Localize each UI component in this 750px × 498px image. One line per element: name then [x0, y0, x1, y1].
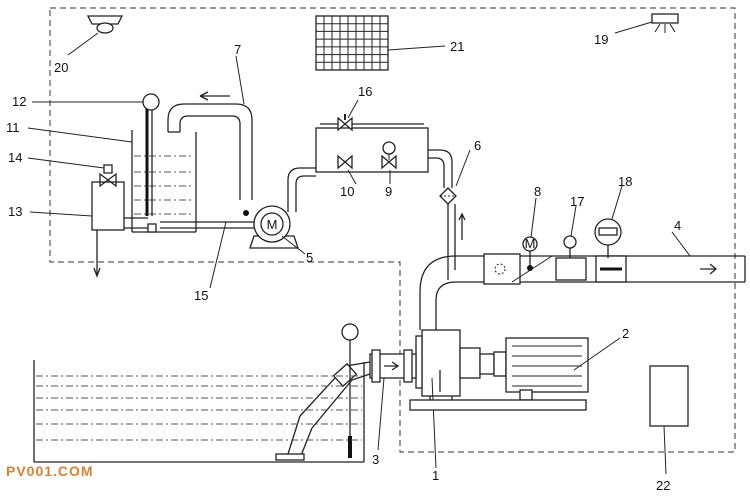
inlet-pressure-gauge: [341, 323, 359, 458]
svg-text:M: M: [525, 236, 536, 251]
test-pump: [415, 329, 495, 402]
label-4: 4: [674, 218, 681, 233]
label-13: 13: [8, 204, 22, 219]
label-17: 17: [570, 194, 584, 209]
motorized-valve-9: [381, 141, 397, 170]
water-separator: [91, 164, 157, 278]
pressure-gauge-17: [563, 235, 577, 258]
control-cabinet: [649, 365, 689, 427]
water-sump: [33, 360, 365, 463]
label-15: 15: [194, 288, 208, 303]
label-22: 22: [656, 478, 670, 493]
ceiling-light-icon: [651, 13, 679, 33]
suction-pipe: [275, 349, 417, 461]
pressure-gauge-8: M: [522, 236, 538, 271]
gate-valve-10: [337, 154, 353, 170]
vacuum-pump: M: [249, 205, 299, 249]
label-2: 2: [622, 326, 629, 341]
label-16: 16: [358, 84, 372, 99]
pump-base: [409, 399, 587, 411]
label-5: 5: [306, 250, 313, 265]
ceiling-sensor-icon: [86, 15, 124, 34]
label-3: 3: [372, 452, 379, 467]
vacuum-pump-motor-symbol: M: [267, 217, 278, 232]
label-12: 12: [12, 94, 26, 109]
label-20: 20: [54, 60, 68, 75]
watermark: PV001.COM: [6, 463, 94, 479]
label-7: 7: [234, 42, 241, 57]
label-14: 14: [8, 150, 22, 165]
flowmeter-18: [594, 218, 622, 258]
label-11: 11: [6, 120, 20, 135]
enclosure-boundary: [49, 7, 736, 453]
label-9: 9: [385, 184, 392, 199]
label-1: 1: [432, 468, 439, 483]
label-18: 18: [618, 174, 632, 189]
drive-motor: [493, 337, 589, 401]
label-21: 21: [450, 39, 464, 54]
label-10: 10: [340, 184, 354, 199]
label-8: 8: [534, 184, 541, 199]
vacuum-tank: [131, 108, 197, 233]
label-6: 6: [474, 138, 481, 153]
label-19: 19: [594, 32, 608, 47]
gate-valve-16: [337, 114, 353, 132]
vacuum-gauge: [142, 93, 160, 111]
grid-panel: [315, 15, 389, 71]
